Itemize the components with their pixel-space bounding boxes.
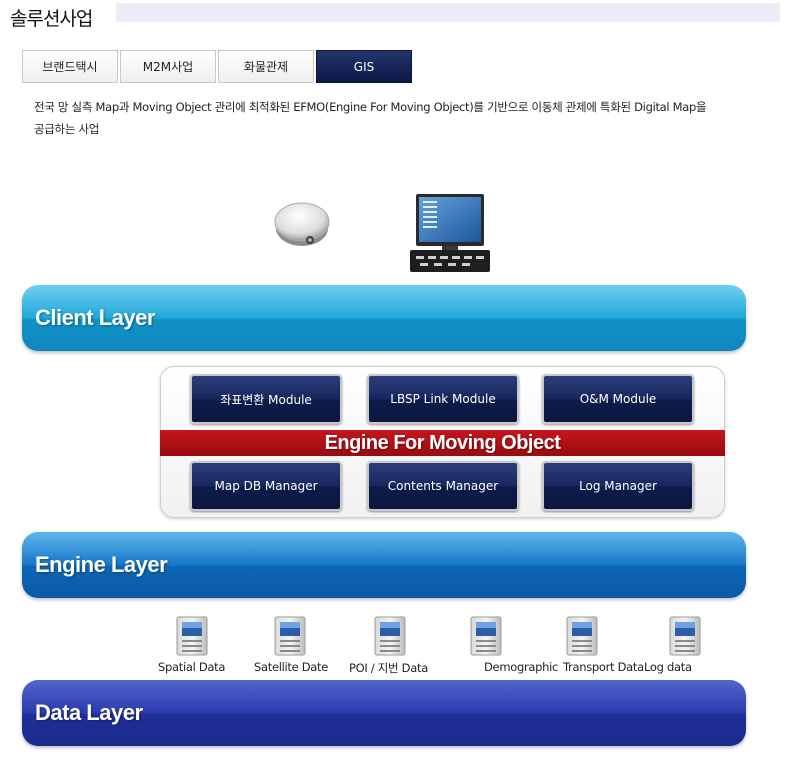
module-log-manager: Log Manager	[542, 461, 694, 511]
client-layer-bar: Client Layer	[22, 285, 746, 351]
data-source-label: Demographic	[484, 660, 559, 674]
data-layer-bar: Data Layer	[22, 680, 746, 746]
tab-bar: 브랜드택시 M2M사업 화물관제 GIS	[22, 50, 414, 83]
database-server-icon	[669, 616, 701, 656]
description-line-2: 공급하는 사업	[34, 122, 100, 136]
database-server-icon	[566, 616, 598, 656]
tab-m2m[interactable]: M2M사업	[120, 50, 216, 83]
module-coordinate-conversion: 좌표변환 Module	[190, 374, 342, 424]
data-source-label: Spatial Data	[158, 660, 226, 674]
engine-layer-bar: Engine Layer	[22, 532, 746, 598]
gps-receiver-icon	[274, 202, 330, 246]
tab-freight-control[interactable]: 화물관제	[218, 50, 314, 83]
database-server-icon	[274, 616, 306, 656]
module-contents-manager: Contents Manager	[367, 461, 519, 511]
engine-layer-label: Engine Layer	[35, 552, 168, 577]
database-server-icon	[470, 616, 502, 656]
tab-gis[interactable]: GIS	[316, 50, 412, 83]
page-title: 솔루션사업	[10, 8, 93, 30]
engine-band: Engine For Moving Object	[160, 430, 725, 456]
client-layer-label: Client Layer	[35, 305, 155, 330]
module-map-db-manager: Map DB Manager	[190, 461, 342, 511]
data-source-label: Satellite Date	[254, 660, 329, 674]
computer-terminal-icon	[410, 194, 490, 272]
data-source-label: POI / 지번 Data	[349, 661, 428, 675]
module-om: O&M Module	[542, 374, 694, 424]
data-layer-label: Data Layer	[35, 700, 143, 725]
title-underline-bar	[116, 3, 780, 22]
description-line-1: 전국 망 실측 Map과 Moving Object 관리에 최적화된 EFMO…	[34, 100, 707, 114]
tab-brand-taxi[interactable]: 브랜드택시	[22, 50, 118, 83]
database-server-icon	[176, 616, 208, 656]
data-source-label: Log data	[644, 660, 692, 674]
database-server-icon	[374, 616, 406, 656]
module-lbsp-link: LBSP Link Module	[367, 374, 519, 424]
data-source-label: Transport Data	[563, 660, 644, 674]
description: 전국 망 실측 Map과 Moving Object 관리에 최적화된 EFMO…	[34, 96, 754, 140]
